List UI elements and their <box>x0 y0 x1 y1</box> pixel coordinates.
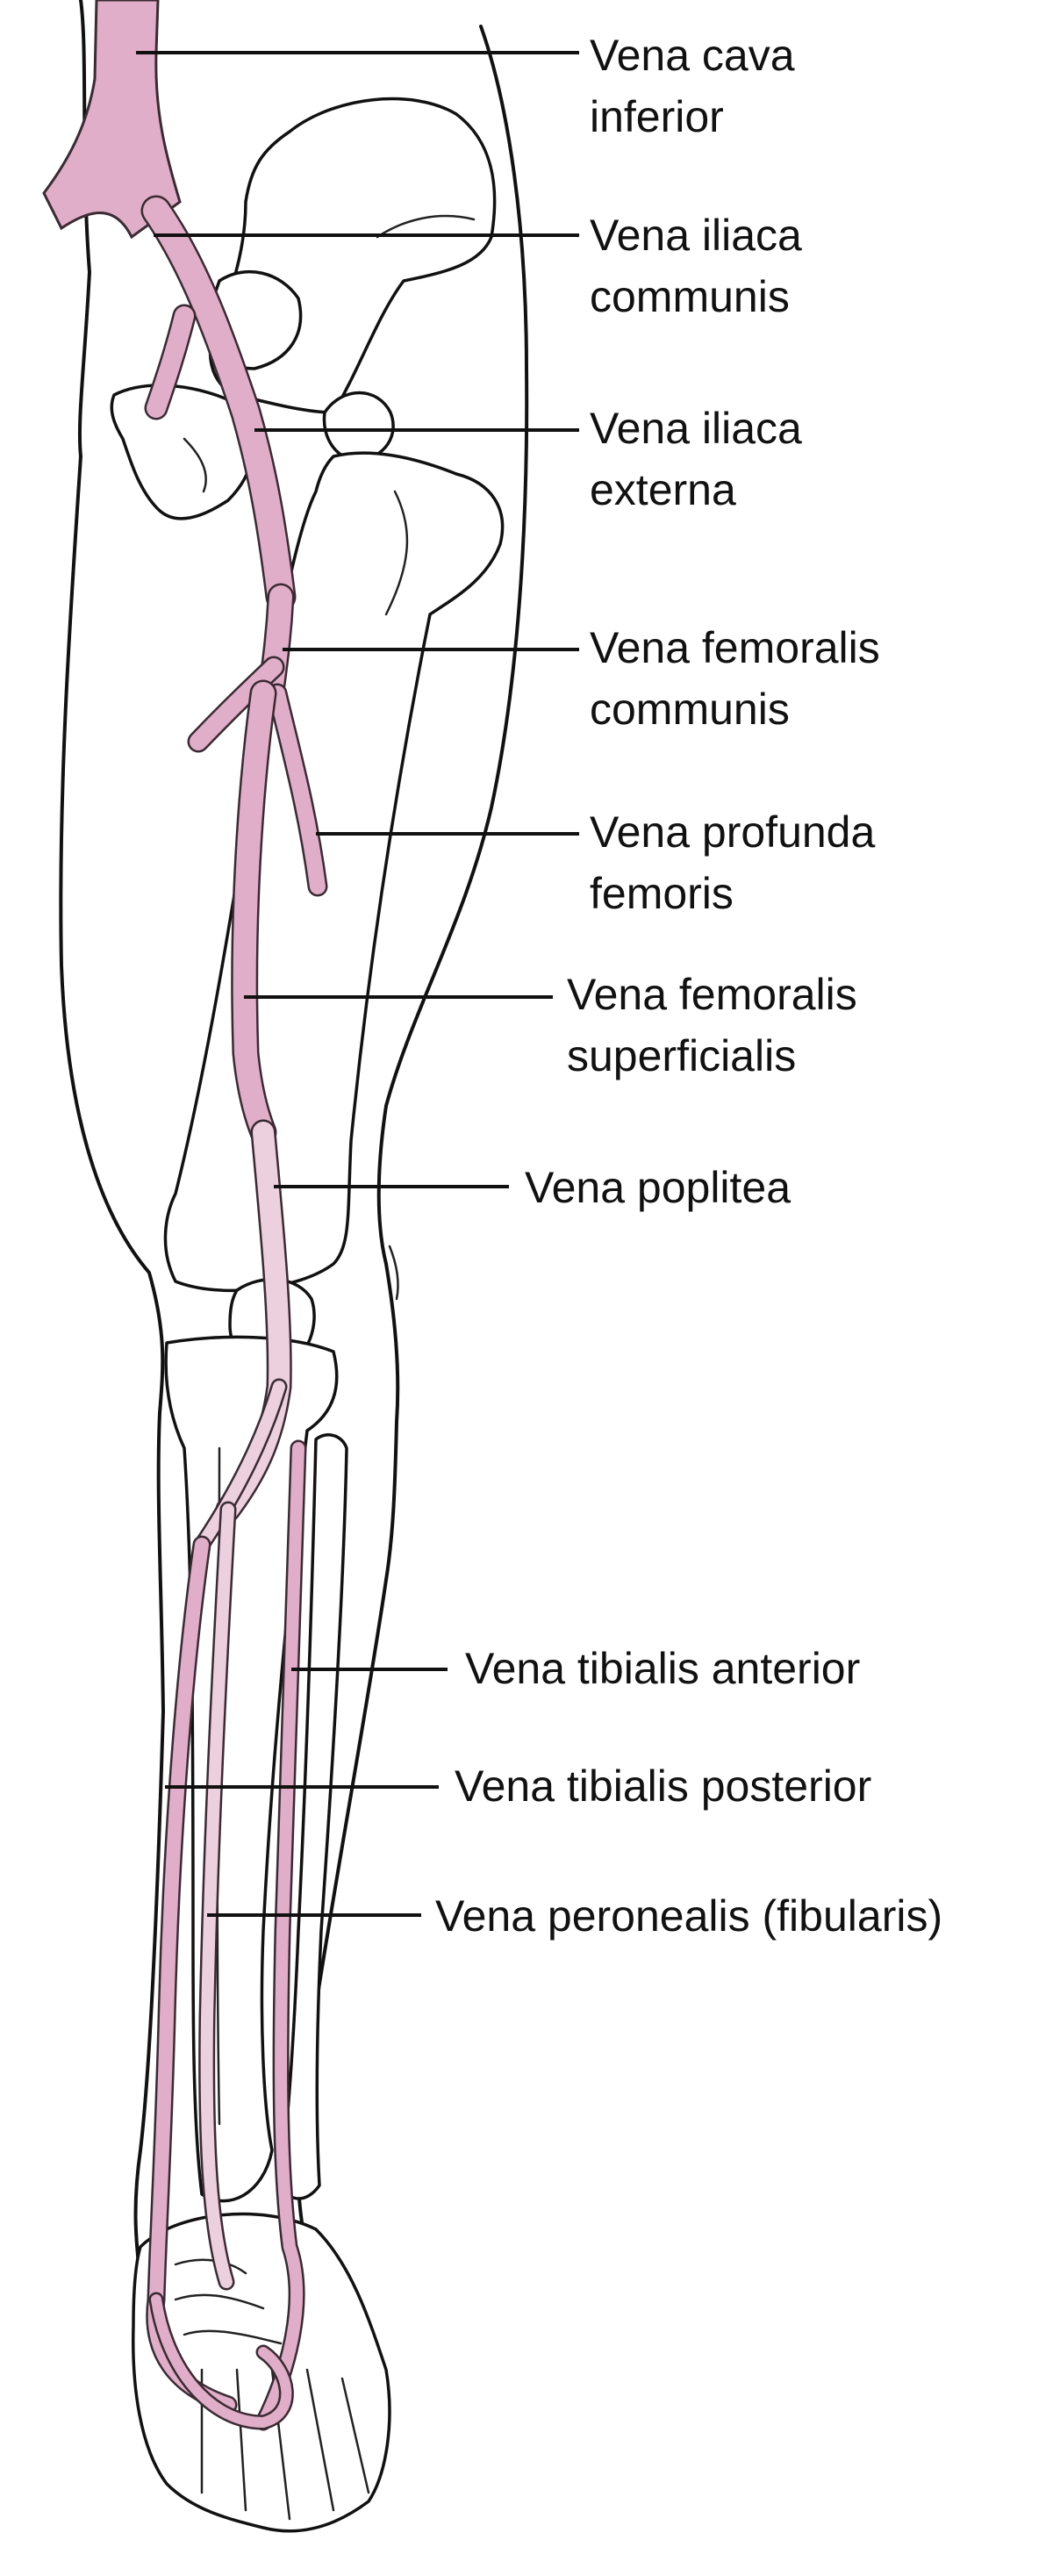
label-vena-femoralis-superficialis-line2: superficialis <box>567 1031 796 1080</box>
tarsal-2 <box>174 2293 265 2310</box>
vena-foot-arch <box>151 2294 292 2428</box>
label-vena-poplitea: Vena poplitea <box>525 1163 791 1212</box>
label-vena-iliaca-communis-line2: communis <box>590 272 790 321</box>
label-vena-profunda-femoris-line2: femoris <box>590 869 734 918</box>
label-vena-iliaca-externa-line1: Vena iliaca <box>590 404 802 453</box>
label-vena-cava-inferior-line1: Vena cava <box>590 31 795 80</box>
label-vena-iliaca-externa-line2: externa <box>590 465 736 514</box>
leg-outline-left <box>59 0 165 2284</box>
vena-femoralis-superficialis <box>233 682 275 1144</box>
tarsal-3 <box>183 2329 283 2345</box>
iliac-inner-line <box>376 214 476 239</box>
label-vena-profunda-femoris-line1: Vena profunda <box>590 807 875 857</box>
metatarsal-4 <box>305 2368 335 2512</box>
obturator-foramen <box>183 437 208 493</box>
vena-peronealis <box>200 1503 234 2288</box>
label-vena-femoralis-communis-line1: Vena femoralis <box>590 623 880 672</box>
label-vena-tibialis-posterior: Vena tibialis posterior <box>455 1762 871 1811</box>
femur-head <box>322 391 395 463</box>
label-vena-cava-inferior-line2: inferior <box>590 92 724 141</box>
vena-profunda-femoris <box>269 685 326 894</box>
label-vena-femoralis-communis-line2: communis <box>590 685 790 734</box>
femur <box>163 391 505 1372</box>
vena-tibialis-anterior <box>257 1442 304 2429</box>
labels: Vena cava inferior Vena iliaca communis … <box>435 31 942 1941</box>
skin-fold-right <box>388 1245 399 1301</box>
veins <box>42 0 328 2431</box>
trochanter-line <box>384 490 409 616</box>
vena-iliaca-interna-branch <box>147 306 194 418</box>
vena-poplitea-branch <box>196 1381 285 1551</box>
pubis <box>110 384 254 520</box>
label-vena-iliaca-communis-line1: Vena iliaca <box>590 211 802 260</box>
metatarsal-5 <box>340 2377 370 2494</box>
label-vena-tibialis-anterior: Vena tibialis anterior <box>465 1644 860 1693</box>
metatarsal-2 <box>235 2368 247 2512</box>
femur-shaft <box>163 451 505 1293</box>
leader-lines <box>136 51 579 1917</box>
foot-outline <box>132 2212 391 2533</box>
fibula <box>279 1433 348 2200</box>
vena-cava-inferior-shape <box>42 0 182 240</box>
vena-iliaca-communis <box>143 197 294 610</box>
pelvis <box>110 97 497 520</box>
label-vena-peronealis: Vena peronealis (fibularis) <box>435 1891 942 1941</box>
label-vena-femoralis-superficialis-line1: Vena femoralis <box>567 970 857 1019</box>
vena-saphena-branch <box>190 658 283 750</box>
vena-tibialis-posterior <box>147 1538 235 2412</box>
